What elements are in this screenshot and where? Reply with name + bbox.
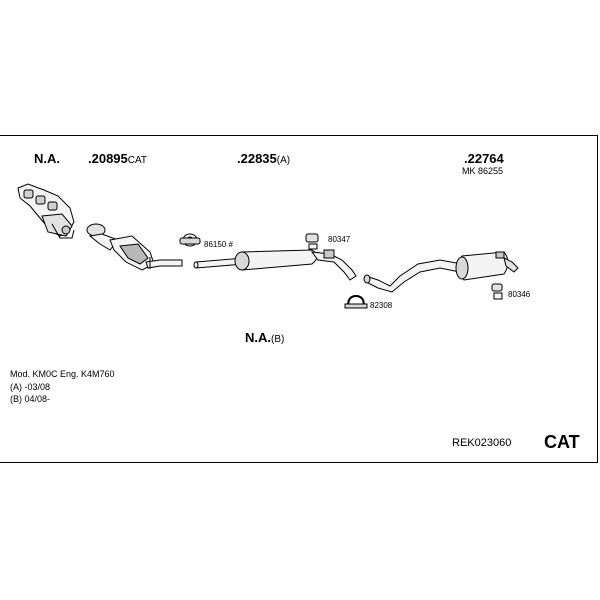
na-b-suffix: (B) xyxy=(271,334,285,345)
part-20895-number: .20895 xyxy=(88,151,128,166)
clamp-82308 xyxy=(344,294,368,309)
part-80347-label: 80347 xyxy=(328,235,351,244)
reference-number: REK023060 xyxy=(452,437,512,449)
exhaust-manifold xyxy=(17,183,75,239)
part-86255-label: MK 86255 xyxy=(462,166,504,176)
part-20895-suffix: CAT xyxy=(127,155,148,166)
part-22764-label: .22764 xyxy=(464,151,504,166)
hanger-80347 xyxy=(305,233,319,250)
part-86150-label: 86150 # xyxy=(204,240,233,249)
part-82308-label: 82308 xyxy=(370,301,393,310)
variant-b-line: (B) 04/08- xyxy=(10,394,51,404)
front-pipe-catalyst xyxy=(86,223,183,271)
part-80346-label: 80346 xyxy=(508,290,531,299)
diagram-frame xyxy=(0,135,598,463)
part-22835-suffix: (A) xyxy=(276,155,291,166)
model-engine-line: Mod. KM0C Eng. K4M760 xyxy=(10,369,115,379)
variant-a-line: (A) -03/08 xyxy=(10,382,51,392)
centre-silencer-pipe xyxy=(193,249,357,281)
na-left-label: N.A. xyxy=(34,151,60,166)
na-b-text: N.A. xyxy=(245,330,271,345)
clamp-86150 xyxy=(179,233,201,247)
na-b-label: N.A.(B) xyxy=(245,331,284,345)
part-22835-label: .22835(A) xyxy=(237,152,290,166)
hanger-80346 xyxy=(491,283,503,300)
rear-silencer-pipe xyxy=(363,251,519,293)
part-22835-number: .22835 xyxy=(237,151,277,166)
part-20895-label: .20895CAT xyxy=(88,152,147,166)
category-label: CAT xyxy=(544,432,580,452)
